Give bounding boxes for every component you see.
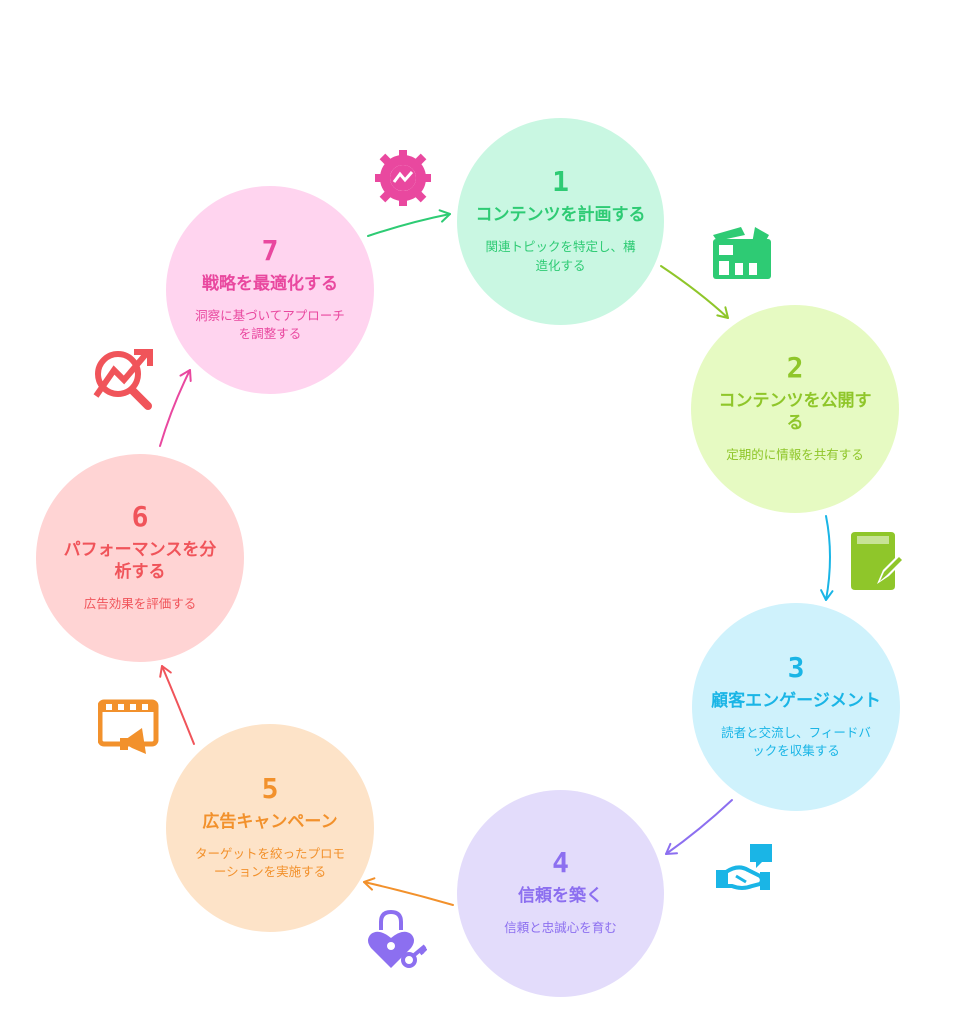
arrow-line <box>161 665 195 745</box>
step-title: 信頼を築く <box>518 886 603 907</box>
step-circle-7: 7 戦略を最適化する 洞察に基づいてアプローチを調整する <box>166 186 374 394</box>
arrow-line <box>159 369 191 447</box>
arrow-5-to-6 <box>159 665 195 745</box>
step-circle-1: 1 コンテンツを計画する 関連トピックを特定し、構造化する <box>457 118 664 325</box>
step-title: 戦略を最適化する <box>202 273 338 294</box>
film-clapper-icon <box>713 227 771 279</box>
step-title: 広告キャンペーン <box>202 811 338 832</box>
arrow-head <box>716 306 729 319</box>
arrow-line <box>363 881 454 906</box>
step-title: コンテンツを公開する <box>718 390 872 433</box>
search-chart-icon <box>93 349 153 410</box>
arrow-line <box>665 799 733 855</box>
step-circle-6: 6 パフォーマンスを分析する 広告効果を評価する <box>36 454 244 662</box>
arrow-head <box>438 209 451 223</box>
step-description: ターゲットを絞ったプロモーションを実施する <box>194 845 345 880</box>
step-number: 3 <box>787 650 805 684</box>
notebook-pencil-icon <box>851 532 905 590</box>
step-number: 7 <box>261 233 279 267</box>
step-title: コンテンツを計画する <box>475 205 646 226</box>
step-title: 顧客エンゲージメント <box>711 690 881 711</box>
step-number: 1 <box>552 165 569 199</box>
step-number: 4 <box>552 846 569 880</box>
arrow-head <box>179 369 192 382</box>
arrow-line <box>660 265 729 319</box>
step-description: 関連トピックを特定し、構造化する <box>485 239 636 273</box>
step-circle-5: 5 広告キャンペーン ターゲットを絞ったプロモーションを実施する <box>166 724 374 932</box>
arrow-2-to-3 <box>820 515 834 601</box>
step-number: 6 <box>131 499 149 533</box>
step-description: 信頼と忠誠心を育む <box>504 920 617 936</box>
step-number: 2 <box>786 350 804 384</box>
step-number: 5 <box>261 771 279 805</box>
heart-lock-key-icon <box>368 910 427 968</box>
gear-chart-icon <box>375 150 431 206</box>
arrow-line <box>367 213 451 237</box>
step-circle-3: 3 顧客エンゲージメント 読者と交流し、フィードバックを収集する <box>692 603 900 811</box>
step-description: 読者と交流し、フィードバックを収集する <box>721 724 871 759</box>
arrow-3-to-4 <box>665 799 733 855</box>
step-description: 広告効果を評価する <box>83 596 197 612</box>
arrow-head <box>159 665 172 678</box>
arrow-6-to-7 <box>159 369 192 447</box>
video-megaphone-icon <box>98 699 159 754</box>
arrow-4-to-5 <box>363 877 454 906</box>
step-circle-2: 2 コンテンツを公開する 定期的に情報を共有する <box>691 305 899 513</box>
step-title: パフォーマンスを分析する <box>63 539 217 582</box>
step-description: 洞察に基づいてアプローチを調整する <box>195 307 345 342</box>
arrow-1-to-2 <box>660 265 729 319</box>
arrow-7-to-1 <box>367 209 451 237</box>
arrow-head <box>820 589 834 601</box>
step-description: 定期的に情報を共有する <box>726 447 864 463</box>
arrow-line <box>825 515 831 601</box>
arrow-head <box>665 842 678 855</box>
handshake-chat-icon <box>716 844 772 890</box>
step-circle-4: 4 信頼を築く 信頼と忠誠心を育む <box>457 790 664 997</box>
arrow-head <box>363 877 376 891</box>
